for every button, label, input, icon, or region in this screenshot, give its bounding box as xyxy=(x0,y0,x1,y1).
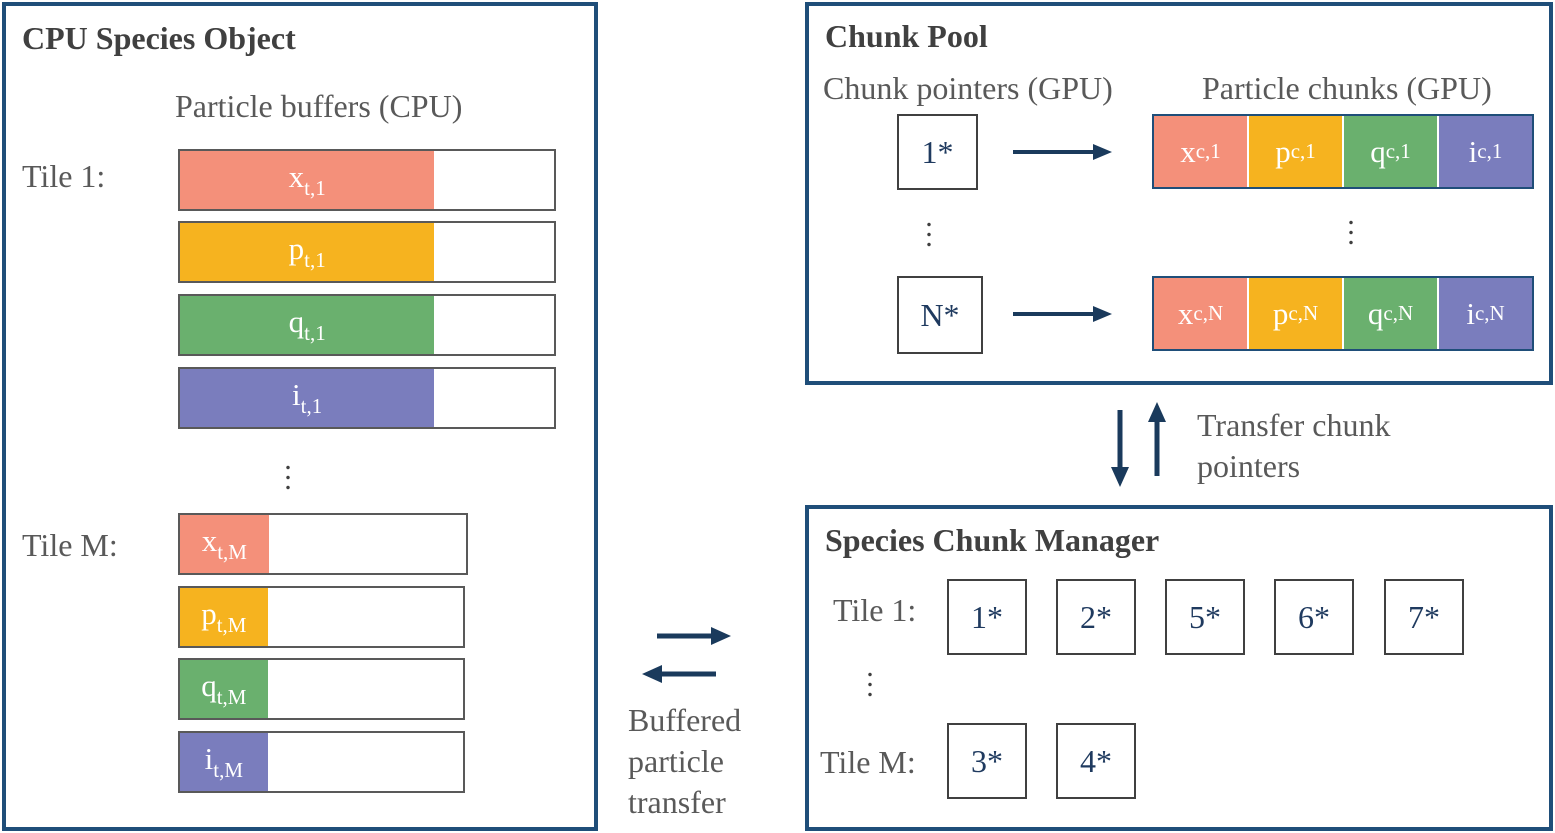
down-arrow xyxy=(1111,410,1129,487)
buffer-label: it,1 xyxy=(292,377,323,418)
tile-1-pointer: 7* xyxy=(1384,579,1464,655)
left-arrow xyxy=(642,665,716,683)
tile-1-pointer: 1* xyxy=(947,579,1027,655)
buffer-i-tile-1: it,1 xyxy=(178,367,556,429)
buffer-label: pt,M xyxy=(201,596,247,637)
buffer-label: xt,M xyxy=(201,523,247,564)
particle-buffers-header: Particle buffers (CPU) xyxy=(175,88,463,124)
manager-tile-last-label: Tile M: xyxy=(820,744,916,780)
chunk-manager-title: Species Chunk Manager xyxy=(825,522,1160,558)
buffer-x-tile-1: xt,1 xyxy=(178,149,556,211)
buffer-label: it,M xyxy=(204,741,244,782)
buffer-label: qt,1 xyxy=(288,304,326,345)
particle-chunks-header: Particle chunks (GPU) xyxy=(1202,70,1492,106)
buffered-transfer-label-line2: particle xyxy=(628,743,724,779)
buffer-q-tile-m: qt,M xyxy=(178,658,465,720)
buffer-p-tile-m: pt,M xyxy=(178,586,465,648)
buffer-fill: it,1 xyxy=(180,369,435,427)
tile-1-pointer: 5* xyxy=(1165,579,1245,655)
transfer-pointers-label-line2: pointers xyxy=(1197,448,1301,484)
manager-tile-first-label: Tile 1: xyxy=(833,592,917,628)
buffer-label: qt,M xyxy=(201,668,247,709)
buffered-transfer-label-line1: Buffered xyxy=(628,702,742,738)
tile-1-pointer: 2* xyxy=(1056,579,1136,655)
vertical-ellipsis: ... xyxy=(284,443,292,496)
buffer-fill: it,M xyxy=(180,733,268,791)
buffered-transfer-label-line3: transfer xyxy=(628,784,726,820)
buffer-fill: qt,M xyxy=(180,660,268,718)
buffer-fill: xt,M xyxy=(180,515,269,573)
vertical-ellipsis: ... xyxy=(866,650,874,703)
chunk-pointers-header: Chunk pointers (GPU) xyxy=(823,70,1113,106)
buffer-fill: pt,M xyxy=(180,588,268,646)
buffer-q-tile-1: qt,1 xyxy=(178,294,556,356)
vertical-ellipsis: ... xyxy=(1347,198,1355,251)
chunk-pointer-last: N* xyxy=(897,276,983,354)
buffer-x-tile-m: xt,M xyxy=(178,513,468,575)
buffer-p-tile-1: pt,1 xyxy=(178,221,556,283)
buffer-i-tile-m: it,M xyxy=(178,731,465,793)
buffer-fill: pt,1 xyxy=(180,223,435,281)
species-chunk-manager-panel xyxy=(805,505,1553,831)
right-arrow xyxy=(657,627,731,645)
cpu-tile-first-label: Tile 1: xyxy=(22,158,106,194)
chunk-pointer-first: 1* xyxy=(897,114,978,190)
buffer-label: xt,1 xyxy=(288,159,326,200)
tile-1-pointer: 6* xyxy=(1274,579,1354,655)
buffer-label: pt,1 xyxy=(288,231,326,272)
buffer-fill: xt,1 xyxy=(180,151,435,209)
vertical-ellipsis: ... xyxy=(925,200,933,253)
cpu-panel-title: CPU Species Object xyxy=(22,20,296,56)
tile-m-pointer: 4* xyxy=(1056,723,1136,799)
tile-m-pointer: 3* xyxy=(947,723,1027,799)
transfer-pointers-label-line1: Transfer chunk xyxy=(1197,407,1391,443)
cpu-tile-last-label: Tile M: xyxy=(22,527,118,563)
buffer-fill: qt,1 xyxy=(180,296,435,354)
chunk-pool-title: Chunk Pool xyxy=(825,18,988,54)
up-arrow xyxy=(1148,402,1166,476)
